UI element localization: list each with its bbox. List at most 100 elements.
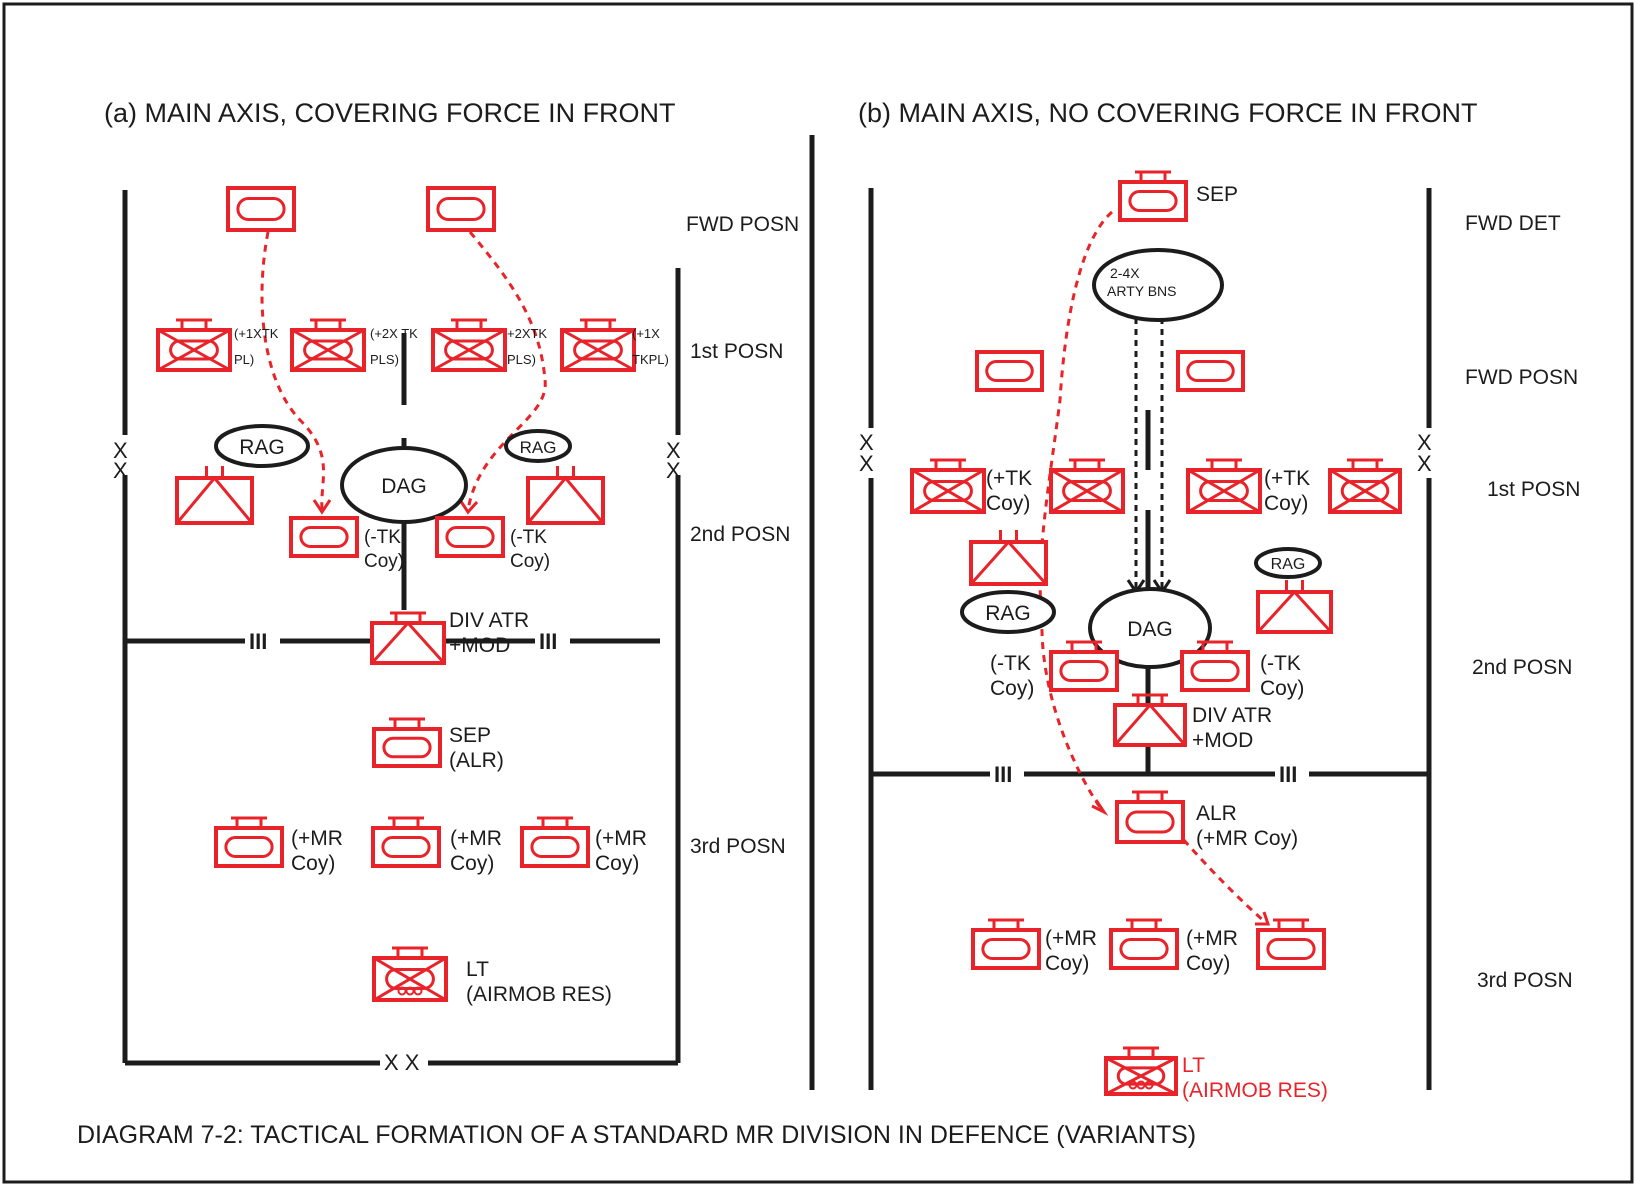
right-xx-right-marker: X	[1417, 430, 1432, 455]
right-2nd-tank-2-mechanized-regiment-icon	[1180, 640, 1250, 692]
left-xx-right-marker-2: X	[666, 458, 681, 483]
artillery-marker	[1285, 580, 1304, 592]
left-fwd-tank-1-tank-regiment-icon	[226, 186, 296, 232]
left-panel-title: (a) MAIN AXIS, COVERING FORCE IN FRONT	[104, 98, 676, 128]
left-art-1-artillery-unit-icon	[175, 475, 254, 525]
left-2nd-tank-2-tank-regiment-icon	[435, 516, 505, 558]
right-mr-2-mechanized-regiment-icon	[1109, 918, 1179, 970]
left-xx-right-marker: X	[666, 438, 681, 463]
diagram-caption: DIAGRAM 7-2: TACTICAL FORMATION OF A STA…	[77, 1121, 1196, 1149]
right-mr-1-mechanized-regiment-icon	[971, 918, 1041, 970]
arty-fire-arrows	[1134, 318, 1164, 588]
artillery-marker	[556, 466, 575, 478]
left-xx-bottom-marker: X X	[384, 1050, 420, 1075]
route-left-b	[466, 231, 547, 511]
right-division-boundary	[868, 188, 1432, 1090]
svg-text:DAG: DAG	[381, 475, 427, 498]
left-lt-airmobile-infantry-icon	[372, 946, 448, 1002]
right-1st-inf-3-infantry-battalion-icon	[1186, 458, 1262, 514]
left-rag-right: RAG	[504, 429, 572, 463]
left-zone-1st-posn: 1st POSN	[690, 340, 783, 363]
left-iii-marker-right: III	[539, 629, 557, 654]
right-dag: DAG	[1088, 587, 1212, 669]
left-routes	[260, 231, 547, 511]
left-regiment-boundary	[125, 333, 660, 644]
right-iii-marker-right: III	[1279, 762, 1297, 787]
svg-text:RAG: RAG	[1271, 556, 1306, 573]
left-fwd-tank-2-tank-regiment-icon	[426, 186, 496, 232]
left-lt-label: LT(AIRMOB RES)	[466, 958, 612, 1006]
right-2nd-tank-1-mechanized-regiment-icon	[1049, 640, 1119, 692]
right-div-atr-anti-tank-artillery-icon	[1113, 693, 1187, 747]
artillery-marker	[999, 530, 1018, 542]
svg-text:2-4X: 2-4X	[1110, 265, 1140, 281]
svg-text:ARTY BNS: ARTY BNS	[1107, 283, 1177, 299]
right-1st-inf-4-infantry-battalion-icon	[1328, 458, 1402, 514]
left-sep-mechanized-regiment-icon	[372, 717, 442, 768]
left-mr-1-mechanized-regiment-icon	[214, 816, 284, 868]
right-rag-right: RAG	[1254, 547, 1322, 579]
right-panel-title: (b) MAIN AXIS, NO COVERING FORCE IN FRON…	[858, 98, 1478, 128]
right-lt-label: LT(AIRMOB RES)	[1182, 1054, 1328, 1102]
left-div-atr-anti-tank-artillery-icon	[370, 611, 446, 665]
right-alr-label: ALR(+MR Coy)	[1196, 802, 1298, 850]
right-zone-3rd-posn: 3rd POSN	[1477, 969, 1573, 992]
artillery-marker	[205, 466, 224, 478]
left-mr-3-mechanized-regiment-icon	[520, 816, 590, 868]
left-2nd-tank-1-tank-regiment-icon	[289, 516, 359, 558]
right-zone-fwd-det: FWD DET	[1465, 212, 1561, 235]
right-art-2-artillery-unit-icon	[1256, 589, 1333, 634]
right-xx-right-marker-2: X	[1417, 451, 1432, 476]
left-art-2-artillery-unit-icon	[526, 475, 605, 525]
left-1st-inf-4-infantry-battalion-icon	[560, 318, 636, 372]
left-mr-2-mechanized-regiment-icon	[371, 816, 441, 868]
svg-text:DAG: DAG	[1127, 618, 1173, 641]
left-sep-label: SEP(ALR)	[449, 724, 504, 772]
svg-text:RAG: RAG	[985, 602, 1031, 625]
right-route-arrowheads	[1091, 799, 1271, 926]
right-sep-mechanized-regiment-icon	[1118, 170, 1188, 222]
right-regiment-boundary	[871, 410, 1429, 777]
right-1st-inf-2-infantry-battalion-icon	[1049, 458, 1125, 514]
svg-text:RAG: RAG	[239, 436, 285, 459]
left-iii-marker-left: III	[249, 629, 267, 654]
right-fwd-tank-1-tank-regiment-icon	[975, 350, 1044, 392]
right-arty-bns: 2-4X ARTY BNS	[1092, 248, 1224, 322]
left-dag: DAG	[340, 446, 468, 524]
right-zone-fwd-posn: FWD POSN	[1465, 366, 1578, 389]
right-xx-left-marker: X	[859, 430, 874, 455]
left-1st-inf-1-infantry-battalion-icon	[156, 318, 232, 372]
right-fwd-tank-2-tank-regiment-icon	[1176, 350, 1245, 392]
left-1st-inf-2-infantry-battalion-icon	[290, 318, 366, 372]
left-zone-3rd-posn: 3rd POSN	[690, 835, 786, 858]
left-xx-left-marker-2: X	[113, 458, 128, 483]
left-zone-fwd-posn: FWD POSN	[686, 213, 799, 236]
right-routes	[1038, 210, 1266, 924]
left-zone-2nd-posn: 2nd POSN	[690, 523, 790, 546]
right-alr-mechanized-regiment-icon	[1115, 790, 1185, 844]
right-lt-airmobile-infantry-icon	[1104, 1046, 1178, 1096]
left-division-boundary	[122, 190, 681, 1066]
right-xx-left-marker-2: X	[859, 451, 874, 476]
right-zone-1st-posn: 1st POSN	[1487, 478, 1580, 501]
route-right-b	[1173, 829, 1266, 924]
right-1st-inf-1-infantry-battalion-icon	[910, 458, 986, 514]
route-left-a	[260, 231, 326, 511]
right-art-1-artillery-unit-icon	[969, 539, 1048, 586]
right-mr-3-mechanized-regiment-icon	[1256, 918, 1326, 970]
